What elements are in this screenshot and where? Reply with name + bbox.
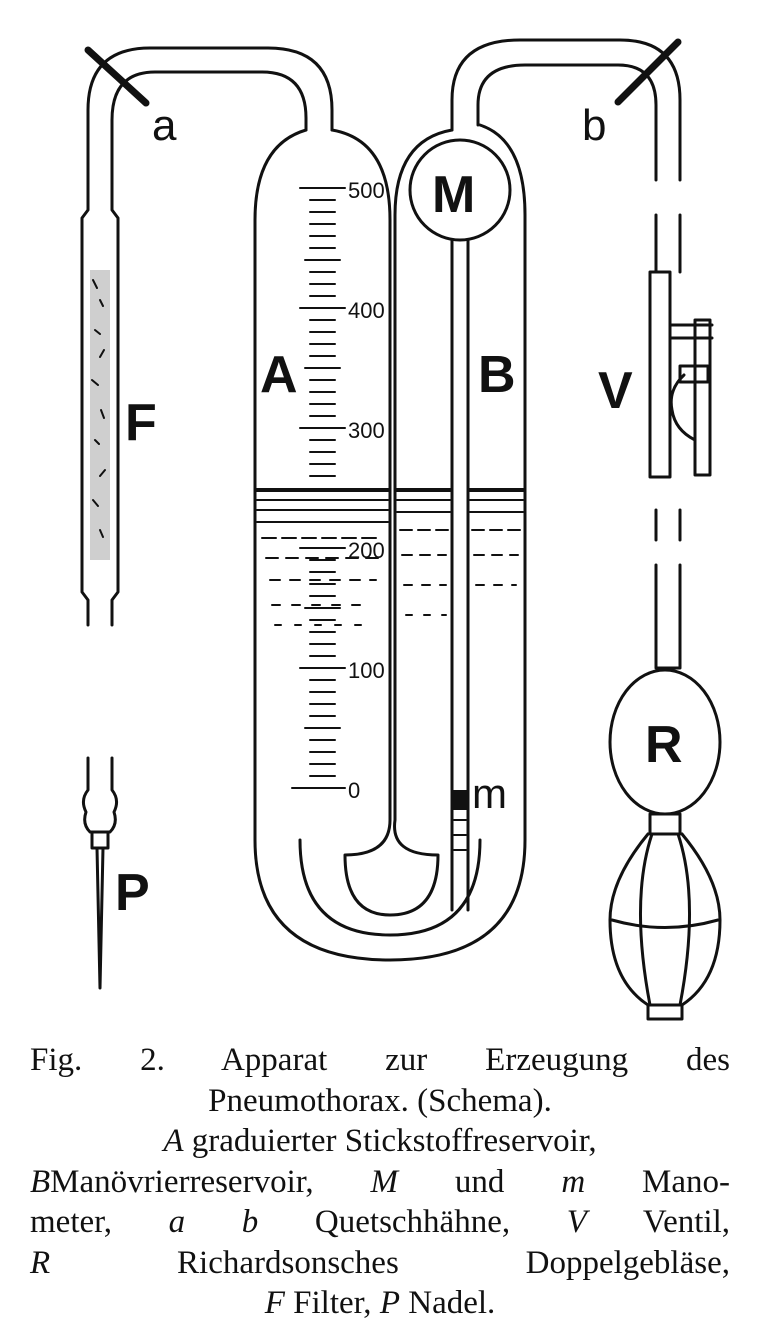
manometer-m-mercury	[452, 790, 468, 810]
liquid-level	[255, 488, 525, 851]
apparatus-diagram: a b M A B F V R m P 500 400 300 200 100 …	[80, 38, 722, 1021]
caption-line-4: BManövrierreservoir, M und m Mano-	[30, 1162, 730, 1203]
tube-b-down	[654, 213, 682, 274]
scale-400: 400	[348, 298, 385, 323]
scale-0: 0	[348, 778, 360, 803]
caption-A: A	[163, 1123, 184, 1159]
scale-100: 100	[348, 658, 385, 683]
label-P: P	[115, 864, 150, 922]
caption-B-text: Manövrierreservoir,	[50, 1163, 371, 1200]
caption-und: und	[398, 1163, 562, 1200]
reservoir-A-wall	[253, 123, 527, 962]
label-B: B	[478, 346, 516, 404]
tube-a-inner	[110, 70, 308, 187]
label-F: F	[125, 394, 157, 452]
label-b: b	[582, 101, 606, 150]
caption-line-5: meter, a b Quetschhähne, V Ventil,	[30, 1202, 730, 1243]
caption-V: V	[566, 1204, 587, 1240]
clamp-a	[84, 46, 150, 107]
caption-mano: Mano-	[585, 1163, 731, 1200]
caption-R: R	[30, 1244, 51, 1281]
caption-A-text: graduierter Stickstoffreservoir,	[183, 1123, 597, 1159]
scale-ticks	[291, 187, 346, 789]
label-m: m	[472, 770, 507, 817]
caption-M: M	[370, 1163, 399, 1200]
label-R: R	[645, 716, 683, 774]
caption-ventil: Ventil,	[586, 1204, 730, 1240]
clamp-b	[614, 38, 682, 106]
caption-line-2: Pneumothorax. (Schema).	[208, 1082, 552, 1119]
caption-line-1: Fig. 2. Apparat zur Erzeugung des	[30, 1042, 730, 1078]
label-M: M	[432, 166, 475, 224]
caption-line-6: R Richardsonsches Doppelgebläse,	[30, 1243, 730, 1284]
figure-caption: Fig. 2. Apparat zur Erzeugung des Pneumo…	[30, 1040, 730, 1324]
double-blower	[608, 812, 722, 1021]
label-a: a	[152, 101, 177, 150]
caption-P: P	[379, 1285, 400, 1321]
caption-quetsch: Quetschhähne,	[258, 1204, 567, 1240]
label-V: V	[598, 362, 633, 420]
caption-nadel: Nadel.	[399, 1285, 496, 1321]
caption-B: B	[30, 1163, 51, 1200]
caption-richardson: Richardsonsches Doppelgebläse,	[50, 1244, 730, 1281]
scale-300: 300	[348, 418, 385, 443]
caption-filter: Filter,	[284, 1285, 380, 1321]
filter-F	[80, 183, 120, 627]
caption-meter: meter,	[30, 1204, 169, 1240]
caption-F: F	[264, 1285, 285, 1321]
tube-b-outer	[450, 38, 682, 182]
tube-V-R	[654, 508, 682, 670]
scale-200: 200	[348, 538, 385, 563]
caption-line-7: F Filter, P Nadel.	[30, 1283, 730, 1324]
caption-line-3: A graduierter Stickstoffreservoir,	[30, 1121, 730, 1162]
valve-V	[648, 270, 714, 479]
label-A: A	[260, 346, 298, 404]
scale-500: 500	[348, 178, 385, 203]
u-junction	[298, 838, 482, 937]
tube-a-outer	[86, 46, 334, 187]
manometer-M-bulb	[408, 138, 512, 242]
caption-m: m	[561, 1163, 586, 1200]
caption-ab: a b	[168, 1204, 259, 1240]
reservoir-A	[330, 128, 454, 917]
tube-b-inner	[476, 63, 658, 182]
needle-P	[81, 756, 119, 990]
